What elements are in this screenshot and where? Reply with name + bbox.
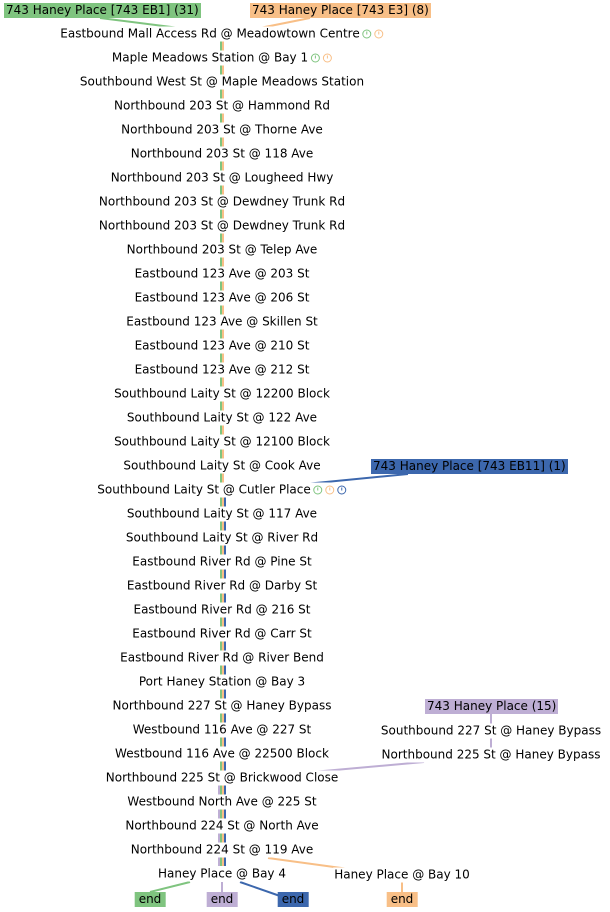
clock-icon (313, 485, 323, 495)
stop-33[interactable]: Northbound 224 St @ North Ave (124, 818, 320, 834)
stop-22[interactable]: Eastbound River Rd @ Pine St (131, 554, 313, 570)
stop-20[interactable]: Southbound Laity St @ 117 Ave (125, 506, 319, 522)
stop-5[interactable]: Northbound 203 St @ 118 Ave (129, 146, 315, 162)
clock-icon (323, 53, 333, 63)
stop-23[interactable]: Eastbound River Rd @ Darby St (125, 578, 319, 594)
stop-14[interactable]: Eastbound 123 Ave @ 212 St (133, 362, 311, 378)
stop-18[interactable]: Southbound Laity St @ Cook Ave (122, 458, 322, 474)
stop-17[interactable]: Southbound Laity St @ 12100 Block (113, 434, 331, 450)
end-marker-e3: end (386, 892, 418, 907)
stop-7[interactable]: Northbound 203 St @ Dewdney Trunk Rd (97, 194, 347, 210)
stop-27[interactable]: Port Haney Station @ Bay 3 (137, 674, 307, 690)
stop-35[interactable]: Haney Place @ Bay 4 (157, 866, 287, 882)
stop-30[interactable]: Westbound 116 Ave @ 22500 Block (114, 746, 330, 762)
stop-29[interactable]: Westbound 116 Ave @ 227 St (131, 722, 313, 738)
stop-1[interactable]: Maple Meadows Station @ Bay 1 (110, 50, 334, 66)
stop-6[interactable]: Northbound 203 St @ Lougheed Hwy (109, 170, 335, 186)
stop-31[interactable]: Northbound 225 St @ Brickwood Close (104, 770, 340, 786)
stop-10[interactable]: Eastbound 123 Ave @ 203 St (133, 266, 311, 282)
end-marker-eb1: end (134, 892, 166, 907)
stop-28[interactable]: Northbound 227 St @ Haney Bypass (111, 698, 333, 714)
stop-15[interactable]: Southbound Laity St @ 12200 Block (113, 386, 331, 402)
stop-25[interactable]: Eastbound River Rd @ Carr St (131, 626, 313, 642)
stop-13[interactable]: Eastbound 123 Ave @ 210 St (133, 338, 311, 354)
clock-icon (311, 53, 321, 63)
end-marker-eb11: end (277, 892, 309, 907)
clock-icon (374, 29, 384, 39)
end-marker-haney-place: end (206, 892, 238, 907)
stop-haney-place-bay-10[interactable]: Haney Place @ Bay 10 (333, 867, 471, 883)
stop-4[interactable]: Northbound 203 St @ Thorne Ave (120, 122, 324, 138)
stop-9[interactable]: Northbound 203 St @ Telep Ave (125, 242, 319, 258)
stop-19[interactable]: Southbound Laity St @ Cutler Place (96, 482, 348, 498)
stop-0[interactable]: Eastbound Mall Access Rd @ Meadowtown Ce… (59, 26, 385, 42)
route-label-e3[interactable]: 743 Haney Place [743 E3] (8) (250, 3, 431, 18)
stop-northbound-225-st-haney-bypass[interactable]: Northbound 225 St @ Haney Bypass (380, 747, 602, 763)
stop-3[interactable]: Northbound 203 St @ Hammond Rd (113, 98, 331, 114)
stop-16[interactable]: Southbound Laity St @ 122 Ave (125, 410, 319, 426)
stop-2[interactable]: Southbound West St @ Maple Meadows Stati… (78, 74, 366, 90)
stop-8[interactable]: Northbound 203 St @ Dewdney Trunk Rd (97, 218, 347, 234)
route-label-haney-place[interactable]: 743 Haney Place (15) (425, 699, 559, 714)
route-line-eb1-end (149, 881, 191, 893)
route-line-eb11-end (239, 881, 281, 897)
stop-34[interactable]: Northbound 224 St @ 119 Ave (129, 842, 315, 858)
clock-icon (337, 485, 347, 495)
stop-21[interactable]: Southbound Laity St @ River Rd (124, 530, 320, 546)
stop-24[interactable]: Eastbound River Rd @ 216 St (132, 602, 312, 618)
stop-12[interactable]: Eastbound 123 Ave @ Skillen St (125, 314, 319, 330)
stop-26[interactable]: Eastbound River Rd @ River Bend (119, 650, 325, 666)
stop-southbound-227-st-haney-bypass[interactable]: Southbound 227 St @ Haney Bypass (379, 723, 603, 739)
clock-icon (362, 29, 372, 39)
stop-11[interactable]: Eastbound 123 Ave @ 206 St (133, 290, 311, 306)
clock-icon (325, 485, 335, 495)
route-label-eb1[interactable]: 743 Haney Place [743 EB1] (31) (4, 3, 201, 18)
stop-32[interactable]: Westbound North Ave @ 225 St (126, 794, 318, 810)
route-label-eb11[interactable]: 743 Haney Place [743 EB11] (1) (371, 459, 568, 474)
